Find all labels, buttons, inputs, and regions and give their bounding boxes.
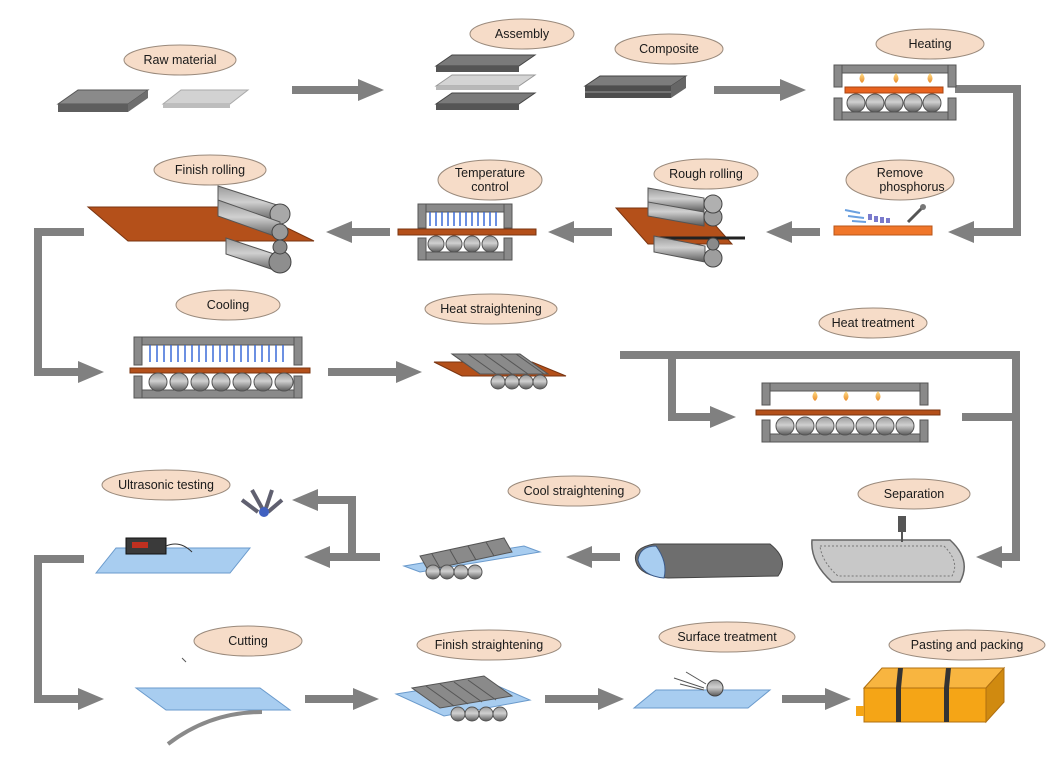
separation-illustration [811, 516, 965, 583]
arrow-surface-to-packing [782, 688, 851, 710]
label-raw-material-text: Raw material [144, 53, 217, 67]
label-finish-straightening-text: Finish straightening [435, 638, 543, 652]
arrow-coolstraight-to-ultrasonic [292, 489, 380, 568]
arrow-raw-to-assembly [292, 79, 384, 101]
cooling-illustration [129, 336, 311, 399]
finish-rolling-mill-illustration [86, 185, 315, 274]
label-composite: Composite [614, 33, 724, 65]
arrow-separation-to-coolstraight [566, 546, 620, 568]
label-temperature-control: Temperature control [437, 159, 543, 201]
label-heating-text: Heating [908, 37, 951, 51]
composite-illustration [583, 75, 688, 98]
packed-plate-illustration [856, 666, 1006, 724]
arrow-finishstraight-to-surface [545, 688, 624, 710]
label-remove-phosphorus-line1: Remove [877, 166, 924, 180]
cool-straightening-illustration [402, 537, 542, 580]
label-heat-treatment-text: Heat treatment [832, 316, 915, 330]
label-cooling-text: Cooling [207, 298, 249, 312]
arrow-heattreat-to-separation [962, 351, 1020, 568]
label-cooling: Cooling [175, 289, 281, 321]
label-pasting-and-packing-text: Pasting and packing [911, 638, 1024, 652]
label-heat-straightening: Heat straightening [424, 293, 558, 325]
label-cool-straightening: Cool straightening [507, 475, 641, 507]
arrow-heatstraight-to-heattreat [620, 351, 1020, 428]
arrow-composite-to-heating [714, 79, 806, 101]
arrow-rough-to-temp [548, 221, 612, 243]
label-assembly-text: Assembly [495, 27, 550, 41]
arrow-ultrasonic-to-cutting [34, 555, 104, 710]
assembly-illustration [434, 54, 537, 110]
label-pasting-and-packing: Pasting and packing [888, 629, 1046, 661]
heating-furnace-illustration [833, 64, 957, 121]
raw-material-illustration [56, 89, 250, 112]
heat-treatment-furnace-illustration [755, 382, 941, 443]
label-heating: Heating [875, 28, 985, 60]
ultrasonic-testing-illustration [94, 489, 284, 574]
label-ultrasonic-testing-text: Ultrasonic testing [118, 478, 214, 492]
arrow-cutting-to-finishstraight [305, 688, 379, 710]
label-heat-treatment: Heat treatment [818, 307, 928, 339]
label-remove-phosphorus-line2: phosphorus [879, 180, 944, 194]
label-cutting: Cutting [193, 625, 303, 657]
flow-arrows [34, 79, 1021, 710]
label-surface-treatment: Surface treatment [658, 621, 796, 653]
rough-rolling-mill-illustration [614, 187, 745, 268]
label-finish-rolling-text: Finish rolling [175, 163, 245, 177]
heat-straightening-illustration [433, 353, 567, 390]
label-cutting-text: Cutting [228, 634, 268, 648]
arrow-heating-down [948, 85, 1021, 243]
finish-straightening-illustration [394, 675, 532, 722]
label-rough-rolling-text: Rough rolling [669, 167, 743, 181]
label-composite-text: Composite [639, 42, 699, 56]
arrow-temp-to-finish [326, 221, 390, 243]
label-surface-treatment-text: Surface treatment [677, 630, 777, 644]
temperature-control-illustration [397, 203, 537, 261]
arrow-cooling-to-heatstraight [328, 361, 422, 383]
label-remove-phosphorus: Remove phosphorus [845, 159, 955, 201]
label-ultrasonic-testing: Ultrasonic testing [101, 469, 231, 501]
label-raw-material: Raw material [123, 44, 237, 76]
surface-treatment-illustration [632, 671, 772, 709]
label-assembly: Assembly [469, 18, 575, 50]
label-finish-rolling: Finish rolling [153, 154, 267, 186]
label-temperature-control-line1: Temperature [455, 166, 525, 180]
label-heat-straightening-text: Heat straightening [440, 302, 542, 316]
label-rough-rolling: Rough rolling [653, 158, 759, 190]
label-finish-straightening: Finish straightening [416, 629, 562, 661]
label-separation: Separation [857, 478, 971, 510]
arrow-finish-to-cooling [34, 228, 104, 383]
label-cool-straightening-text: Cool straightening [524, 484, 625, 498]
arrow-dephos-to-rough [766, 221, 820, 243]
label-separation-text: Separation [884, 487, 945, 501]
label-temperature-control-line2: control [471, 180, 509, 194]
descaling-illustration [833, 204, 933, 236]
cutting-illustration [134, 657, 292, 746]
clad-plate-coil-illustration [634, 543, 783, 579]
